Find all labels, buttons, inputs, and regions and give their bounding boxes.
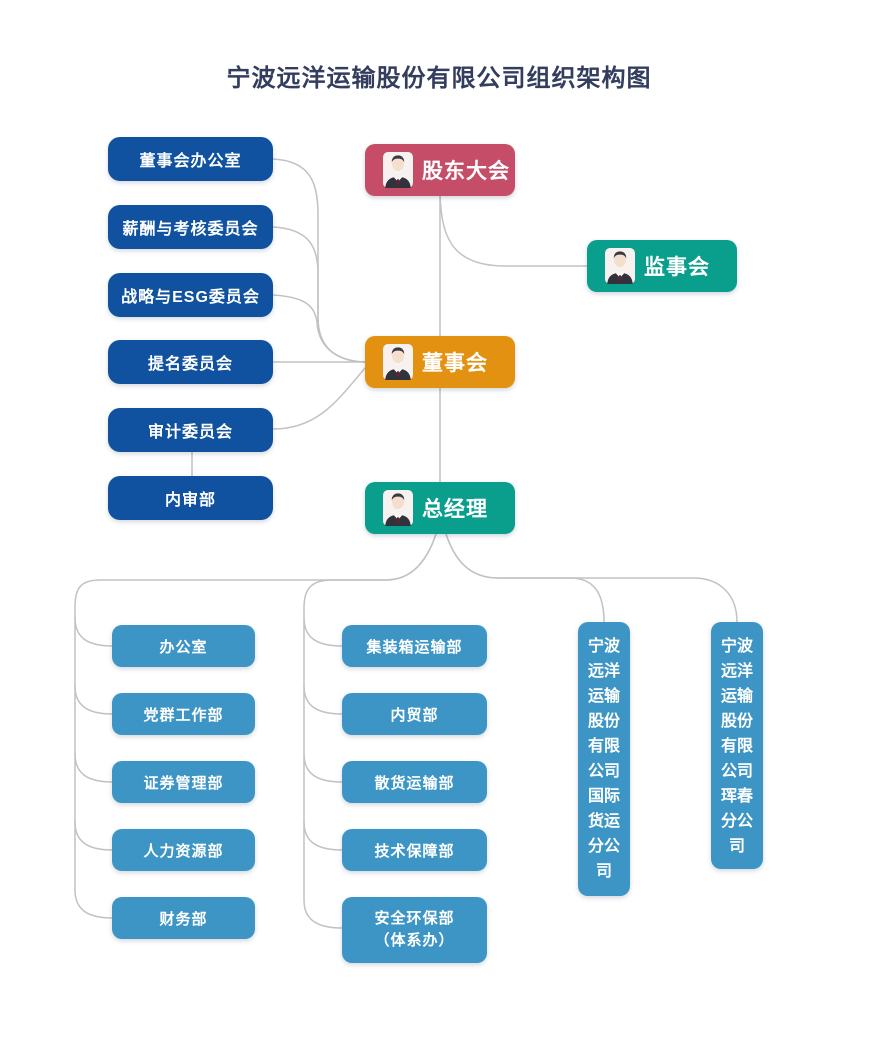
node-container-transport-dept: 集装箱运输部	[342, 625, 487, 667]
connector-admin-3	[74, 753, 113, 783]
connector-biz-2	[303, 685, 343, 715]
node-hr-dept: 人力资源部	[112, 829, 255, 871]
node-board-of-directors: 董事会	[365, 336, 515, 388]
person-avatar-icon	[383, 490, 413, 526]
node-label: 监事会	[644, 256, 710, 279]
node-label: 董事会	[422, 352, 488, 375]
node-shareholders-meeting: 股东大会	[365, 144, 515, 196]
node-internal-audit-dept: 内审部	[108, 476, 273, 520]
node-board-office: 董事会办公室	[108, 137, 273, 181]
node-hunchun-branch: 宁波远洋运输股份有限公司珲春分公司	[711, 622, 763, 869]
person-avatar-icon	[383, 152, 413, 188]
connector-biz-1	[303, 617, 343, 647]
connector-committee-1	[272, 158, 366, 363]
node-label: 总经理	[422, 498, 488, 521]
page-title: 宁波远洋运输股份有限公司组织架构图	[226, 65, 652, 92]
connector-biz-3	[303, 753, 343, 783]
connector-biz-5	[303, 899, 343, 929]
connector-committee-2	[272, 226, 366, 363]
node-securities-dept: 证券管理部	[112, 761, 255, 803]
node-strategy-esg-committee: 战略与ESG委员会	[108, 273, 273, 317]
node-supervisory-board: 监事会	[587, 240, 737, 292]
node-general-manager: 总经理	[365, 482, 515, 534]
node-domestic-trade-dept: 内贸部	[342, 693, 487, 735]
person-avatar-icon	[383, 344, 413, 380]
node-audit-committee: 审计委员会	[108, 408, 273, 452]
connector-admin-4	[74, 821, 113, 851]
connector-admin-1	[74, 617, 113, 647]
connector-gm-branch-1	[445, 533, 605, 623]
node-general-office: 办公室	[112, 625, 255, 667]
node-remuneration-committee: 薪酬与考核委员会	[108, 205, 273, 249]
node-nomination-committee: 提名委员会	[108, 340, 273, 384]
connector-admin-2	[74, 685, 113, 715]
node-bulk-transport-dept: 散货运输部	[342, 761, 487, 803]
node-intl-freight-branch: 宁波远洋运输股份有限公司国际货运分公司	[578, 622, 630, 896]
connector-biz-4	[303, 821, 343, 851]
node-tech-support-dept: 技术保障部	[342, 829, 487, 871]
node-safety-env-dept: 安全环保部 （体系办）	[342, 897, 487, 963]
node-finance-dept: 财务部	[112, 897, 255, 939]
connector-admin-5	[74, 889, 113, 919]
connector-gm-branch-2	[445, 533, 738, 623]
connector-committee-3	[272, 294, 366, 363]
connector-shareholders-supervisory	[439, 195, 588, 267]
node-label: 股东大会	[422, 160, 510, 183]
node-party-work-dept: 党群工作部	[112, 693, 255, 735]
person-avatar-icon	[605, 248, 635, 284]
connector-committee-5	[272, 367, 366, 430]
